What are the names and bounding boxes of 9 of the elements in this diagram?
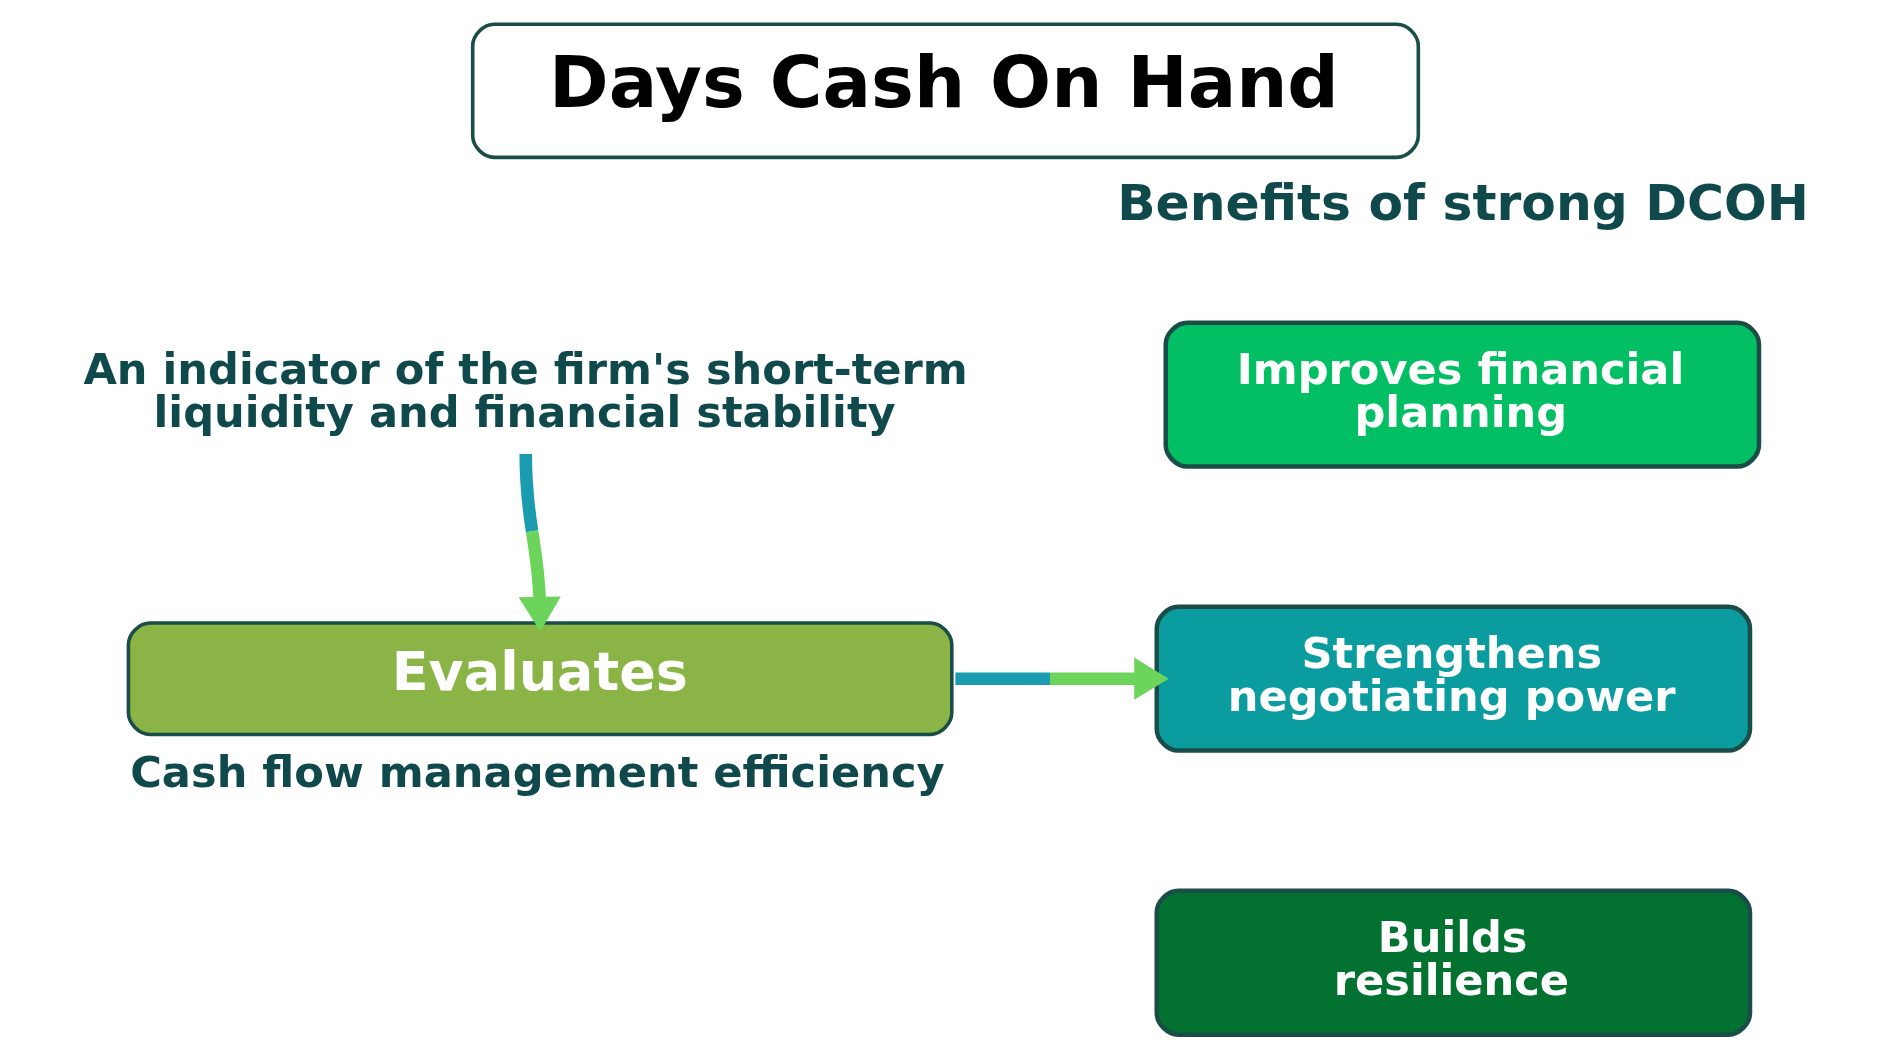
- node-box: Improves financial planning: [1163, 320, 1761, 469]
- arrow: [518, 453, 561, 632]
- node-text: An indicator of the firm's short-term liquidity and financial stability: [82, 344, 968, 438]
- node-label: Cash flow management efficiency: [129, 746, 945, 797]
- node-box: Builds resilience: [1154, 888, 1752, 1037]
- diagram-title: Days Cash On Hand: [548, 40, 1339, 125]
- node-box: Strengthens negotiating power: [1154, 604, 1752, 753]
- node-text: Benefits of strong DCOH: [1116, 173, 1809, 233]
- arrow: [954, 657, 1169, 700]
